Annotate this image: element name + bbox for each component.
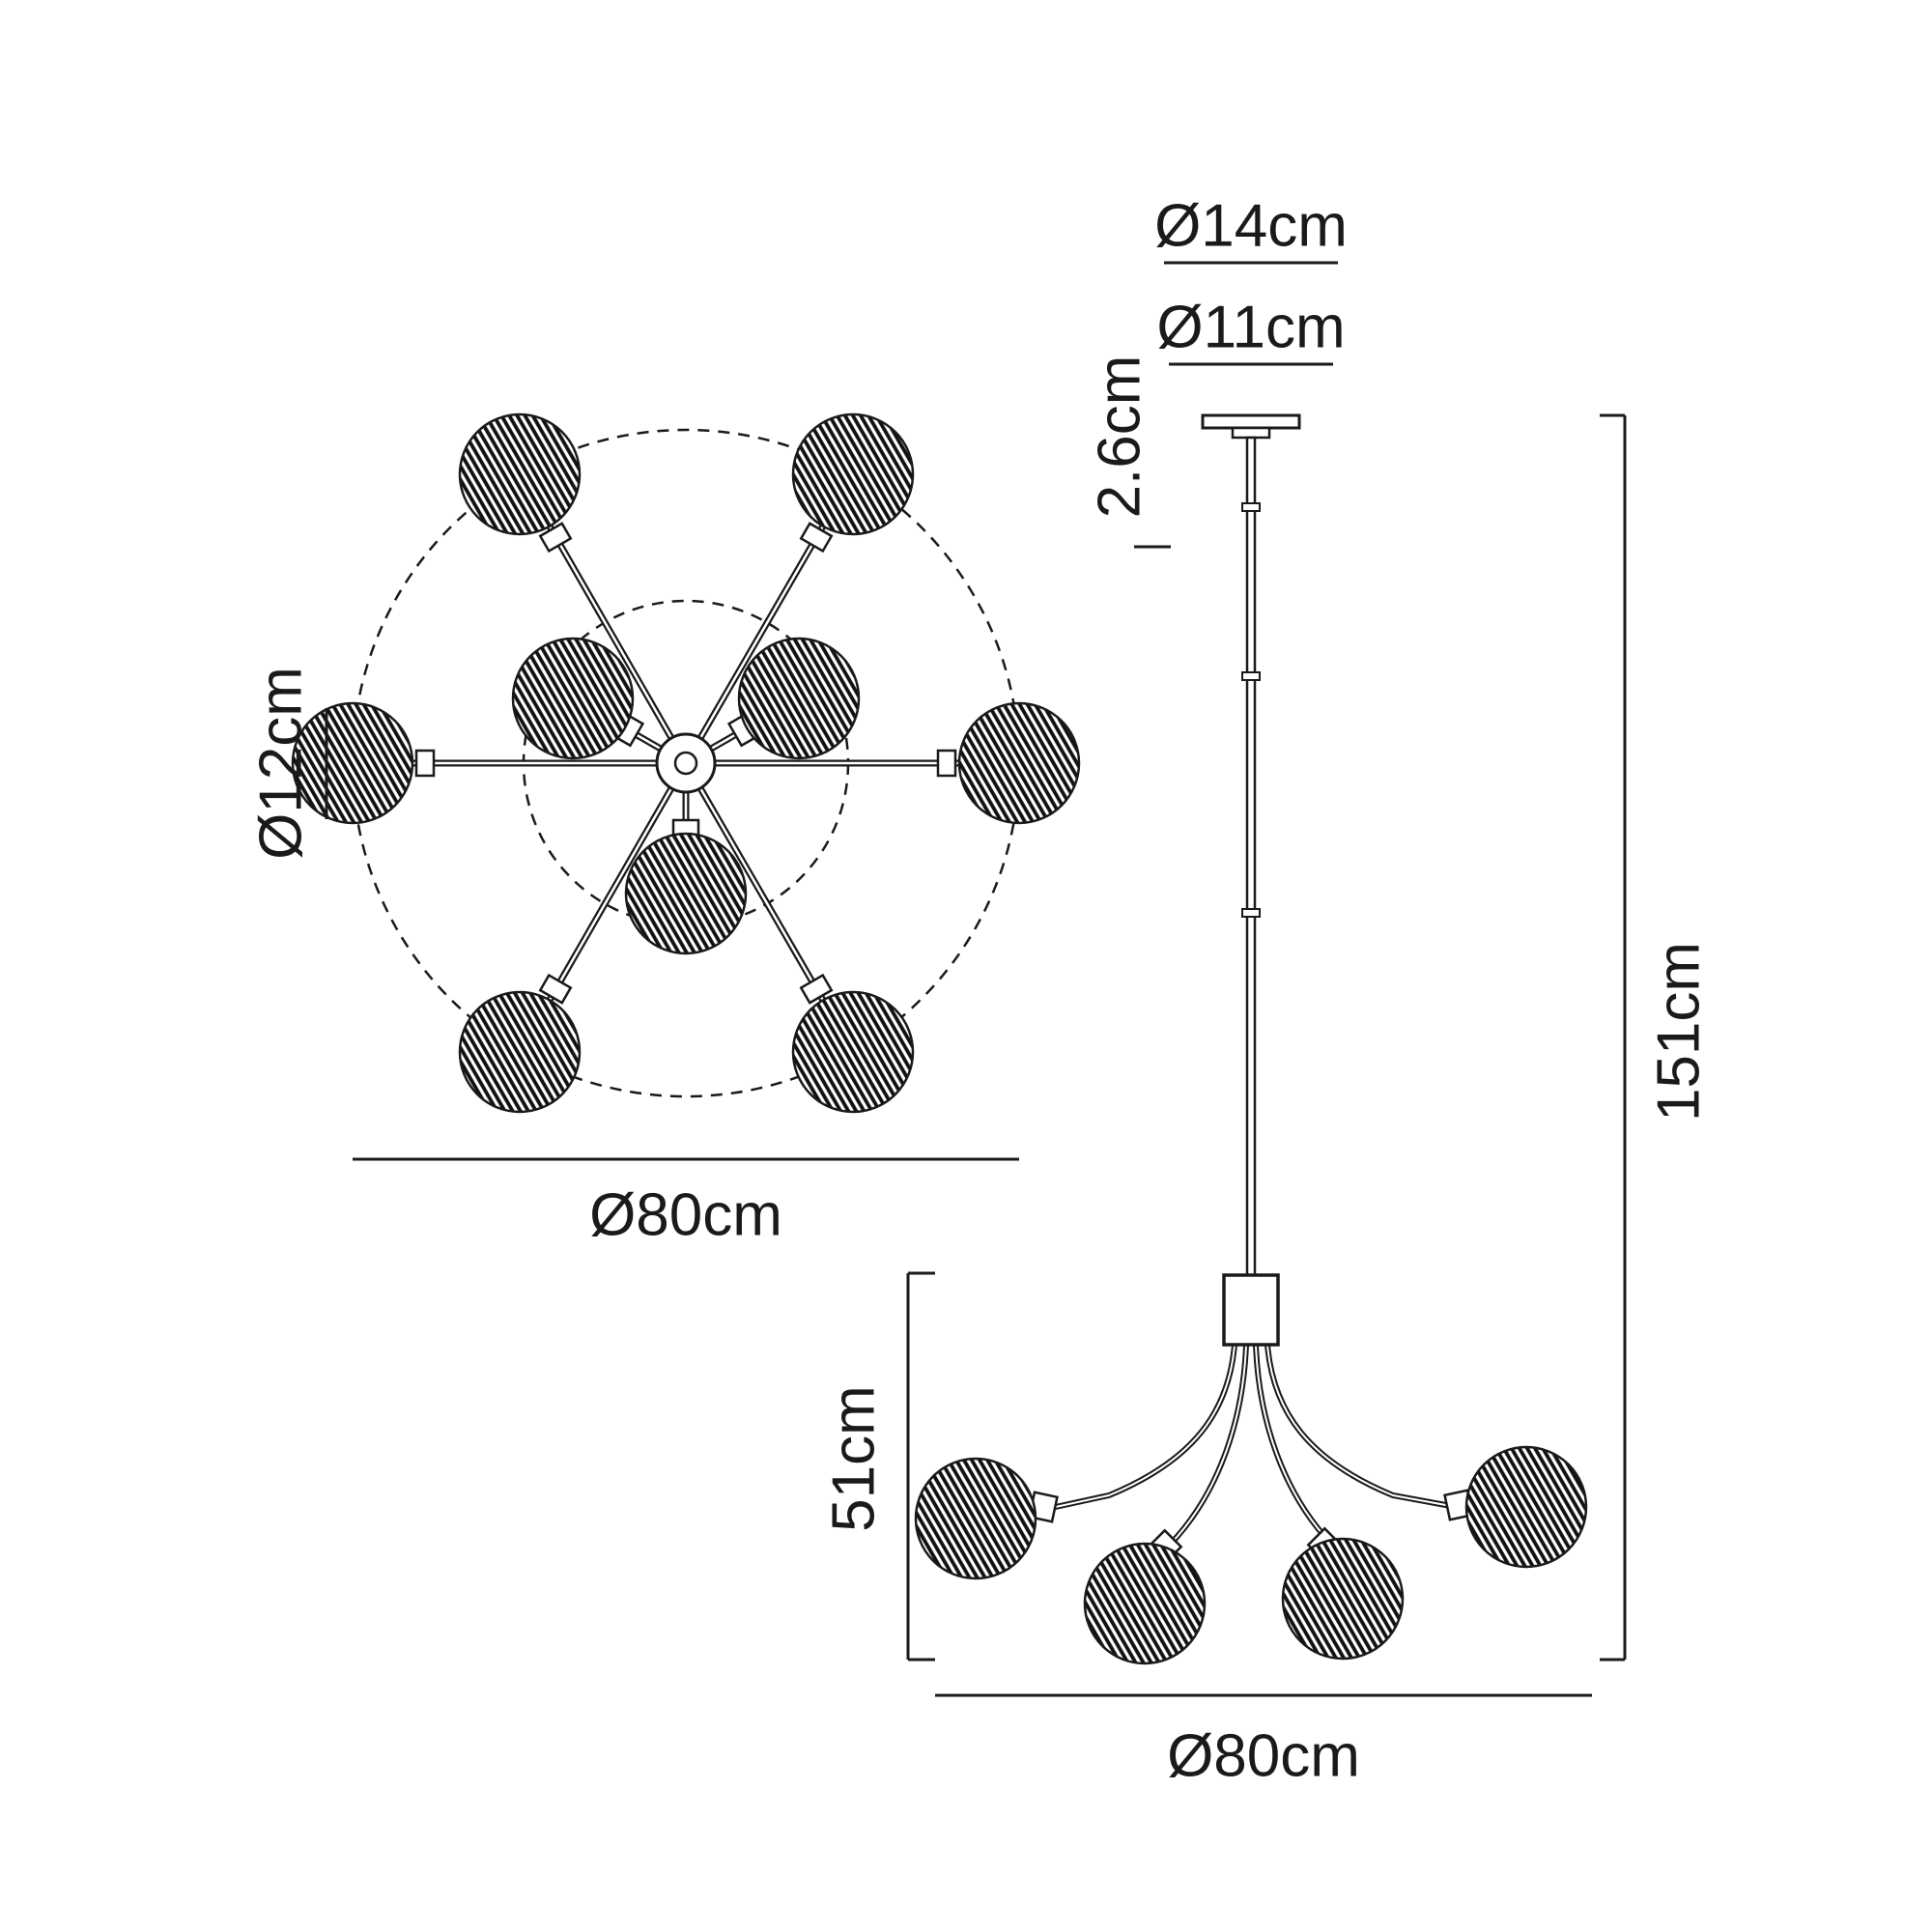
globe: [1281, 1537, 1405, 1661]
fixture-height-label: 51cm: [820, 1385, 887, 1532]
canopy-diameter-label: Ø14cm: [1154, 192, 1348, 259]
globe: [511, 637, 635, 760]
side-view-dimensions: 151cm 51cm Ø80cm: [820, 413, 1712, 1789]
globe: [791, 412, 915, 536]
globe: [737, 637, 861, 760]
canopy-labels: Ø14cm Ø11cm 2.6cm: [1086, 192, 1348, 549]
globe: [957, 701, 1081, 825]
globe: [458, 990, 582, 1114]
glass-globes-side: [914, 1445, 1588, 1665]
lamp-holders-side: [1028, 1489, 1474, 1567]
globe: [1083, 1542, 1207, 1665]
globe: [791, 990, 915, 1114]
ceiling-canopy: [1201, 413, 1301, 440]
glass-globes: [291, 412, 1081, 1114]
lamp-holders: [414, 522, 957, 1005]
rod-joint: [1241, 502, 1261, 512]
top-overall-diameter-label: Ø80cm: [589, 1181, 782, 1248]
globe: [624, 832, 748, 955]
globe: [291, 701, 414, 825]
globe-diameter-label: Ø12cm: [247, 667, 314, 860]
top-view-dimensions: Ø12cm Ø80cm: [247, 667, 1019, 1248]
rod-joint: [1241, 671, 1261, 681]
center-body-cylinder: [1222, 1273, 1280, 1347]
globe: [1464, 1445, 1588, 1569]
top-view: Ø12cm Ø80cm: [247, 412, 1081, 1248]
rod-joint: [1241, 908, 1261, 918]
suspension-rod: [1241, 436, 1261, 1277]
side-view: Ø14cm Ø11cm 2.6cm: [820, 192, 1712, 1789]
globe: [914, 1457, 1037, 1580]
side-overall-diameter-label: Ø80cm: [1167, 1722, 1360, 1789]
arms: [1050, 1344, 1452, 1556]
globe: [458, 412, 582, 536]
center-hub: [655, 732, 717, 794]
canopy-height-label: 2.6cm: [1086, 355, 1152, 519]
canopy-inner-diameter-label: Ø11cm: [1156, 294, 1345, 360]
total-height-label: 151cm: [1645, 942, 1712, 1122]
